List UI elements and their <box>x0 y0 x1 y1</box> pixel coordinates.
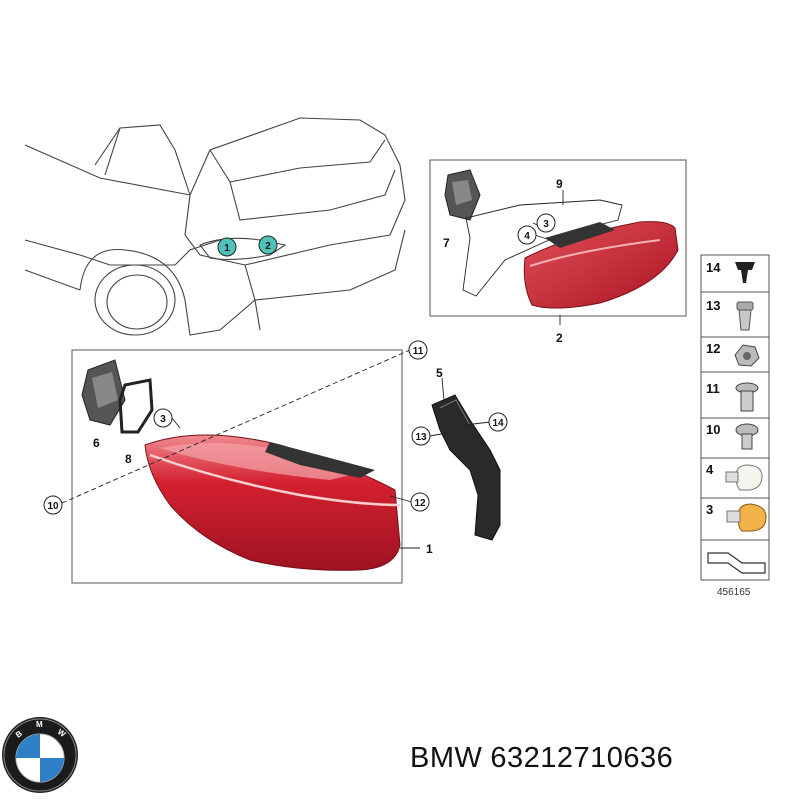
panel-row-14[interactable]: 14 <box>706 260 755 283</box>
svg-text:W: W <box>56 727 68 739</box>
label-5: 5 <box>436 366 443 380</box>
label-6: 6 <box>93 436 100 450</box>
label-8: 8 <box>125 452 132 466</box>
svg-text:3: 3 <box>543 219 549 230</box>
svg-text:10: 10 <box>47 501 59 512</box>
svg-text:12: 12 <box>706 341 720 356</box>
svg-text:4: 4 <box>524 231 530 242</box>
part-number: 63212710636 <box>490 742 674 774</box>
svg-text:M: M <box>36 720 43 729</box>
svg-text:2: 2 <box>265 241 271 252</box>
outer-light-group <box>81 359 401 571</box>
callout-13[interactable]: 13 <box>411 426 431 446</box>
label-1: 1 <box>426 542 433 556</box>
outer-light-box <box>71 349 403 584</box>
inner-light-group <box>444 169 679 309</box>
brand-name: BMW <box>410 742 483 774</box>
svg-text:B: B <box>14 729 24 740</box>
callout-12[interactable]: 12 <box>410 492 430 512</box>
svg-text:11: 11 <box>706 381 720 396</box>
panel-row-symbol <box>707 552 766 574</box>
diagram-number: 456165 <box>717 587 751 598</box>
car-outline <box>24 117 406 336</box>
callout-14[interactable]: 14 <box>488 412 508 432</box>
panel-row-3[interactable]: 3 <box>706 502 767 532</box>
svg-text:3: 3 <box>160 414 166 425</box>
svg-text:10: 10 <box>706 422 720 437</box>
car-callout-2[interactable]: 2 <box>258 235 278 255</box>
svg-text:4: 4 <box>706 462 714 477</box>
label-9: 9 <box>556 177 563 191</box>
bracket-part <box>431 394 501 541</box>
svg-text:14: 14 <box>492 418 504 429</box>
panel-row-13[interactable]: 13 <box>706 298 754 331</box>
svg-text:13: 13 <box>706 298 720 313</box>
svg-text:1: 1 <box>224 243 230 254</box>
callout-4-inner[interactable]: 4 <box>517 225 537 245</box>
label-7: 7 <box>443 236 450 250</box>
panel-row-4[interactable]: 4 <box>706 462 763 491</box>
svg-text:13: 13 <box>415 432 427 443</box>
svg-text:14: 14 <box>706 260 721 275</box>
panel-row-12[interactable]: 12 <box>706 341 760 367</box>
panel-row-10[interactable]: 10 <box>706 422 759 450</box>
car-callout-1[interactable]: 1 <box>217 237 237 257</box>
svg-text:3: 3 <box>706 502 713 517</box>
inner-light-box <box>429 159 687 317</box>
label-2: 2 <box>556 331 563 345</box>
callout-3-outer[interactable]: 3 <box>153 408 173 428</box>
svg-text:12: 12 <box>414 498 426 509</box>
callout-10[interactable]: 10 <box>43 495 63 515</box>
bmw-logo-icon: B M W <box>2 717 78 793</box>
svg-text:11: 11 <box>413 346 424 357</box>
callout-3-inner[interactable]: 3 <box>536 213 556 233</box>
panel-row-11[interactable]: 11 <box>706 381 759 412</box>
callout-11[interactable]: 11 <box>408 340 428 360</box>
